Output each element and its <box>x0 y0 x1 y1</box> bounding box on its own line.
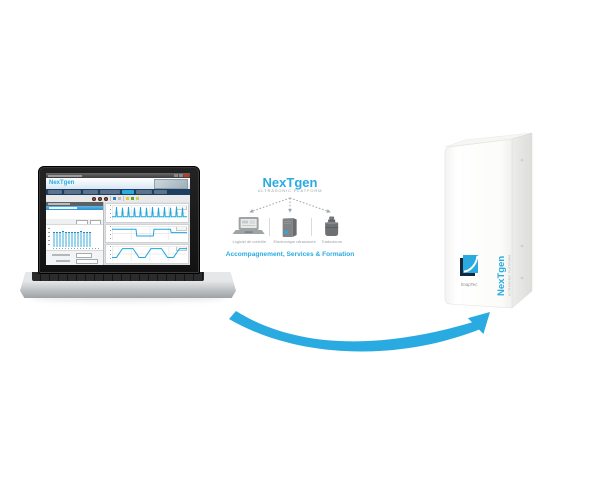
laptop-icon <box>232 217 265 234</box>
laptop-screen: NexTgen <box>46 173 190 265</box>
selected-row <box>46 206 103 210</box>
app-tab-active <box>122 190 134 194</box>
electronics-icon <box>282 218 297 237</box>
mini-dropdown <box>76 259 98 264</box>
nextgen-platform-diagram: NexTgen ULTRASONIC PLATFORM <box>226 175 355 264</box>
icon-divider <box>269 218 270 236</box>
settings-panel <box>46 202 104 265</box>
mini-bar <box>83 232 85 247</box>
record-icon <box>104 196 108 201</box>
diagram-item-software <box>228 215 269 239</box>
diagram-tagline: Accompagnement, Services & Formation <box>225 251 355 258</box>
close-icon <box>184 174 189 177</box>
mini-bar <box>86 231 88 247</box>
gate-chart <box>105 244 189 265</box>
diagram-item-transducers <box>311 215 352 239</box>
app-tab <box>83 190 98 194</box>
mini-bar <box>62 231 64 247</box>
record-icon <box>98 196 102 201</box>
app-tab <box>154 190 167 194</box>
y-axis-ticks <box>107 246 111 262</box>
app-tab <box>48 190 62 194</box>
record-icon <box>92 196 96 201</box>
mini-bar <box>59 232 61 247</box>
icon-divider <box>311 218 312 236</box>
blue-tool-icon <box>113 197 116 200</box>
step-plot <box>112 225 187 241</box>
mini-label <box>56 260 70 262</box>
diagram-icons-row <box>228 215 352 239</box>
logo-curve <box>463 255 479 273</box>
maximize-icon <box>179 174 183 177</box>
yellow-tool-icon <box>126 197 129 200</box>
diagram-title: NexTgen <box>262 175 318 190</box>
diagram-labels-row: Logiciel de contrôle Électronique ultras… <box>228 240 352 246</box>
mini-label <box>52 254 70 256</box>
panel-header <box>46 202 103 206</box>
screw-icon <box>520 276 524 280</box>
laptop-keyboard <box>32 272 204 281</box>
mini-bar <box>71 232 73 247</box>
mini-bar <box>89 232 91 247</box>
y-axis-ticks <box>107 205 111 220</box>
connector-right <box>289 197 331 213</box>
app-workspace <box>46 202 190 265</box>
mini-dropdown <box>76 253 92 258</box>
diagram-label-software: Logiciel de contrôle <box>232 240 267 245</box>
screw-icon <box>520 244 524 248</box>
header-image <box>154 179 188 189</box>
device-product-text: NexTgen <box>496 256 507 296</box>
app-tab <box>64 190 81 194</box>
ascan-chart <box>105 203 189 223</box>
gray-tool-icon <box>118 197 121 200</box>
app-tabbar <box>46 189 190 195</box>
app-logo: NexTgen <box>49 180 75 186</box>
mini-bar <box>65 232 67 247</box>
device-brand-text: SnapTec <box>461 282 479 287</box>
transfer-arrow-shape <box>229 311 490 352</box>
app-tab <box>136 190 152 194</box>
toolbar-separator <box>110 196 111 201</box>
device-logo <box>460 255 479 276</box>
chart-panel <box>104 202 190 265</box>
mini-bar <box>56 231 58 247</box>
logo-square <box>463 255 478 273</box>
app-titlebar <box>46 173 190 178</box>
nextgen-device: SnapTec NexTgen ULTRASONIC PLATFORM <box>444 132 533 309</box>
toolbar-separator <box>123 196 124 201</box>
connector-left <box>249 197 291 213</box>
diagram-subtitle: ULTRASONIC PLATFORM <box>257 189 323 194</box>
y-axis-ticks <box>107 225 111 241</box>
screw-icon <box>520 158 524 162</box>
gate-plot <box>112 246 187 262</box>
mini-bar <box>68 231 70 247</box>
mini-bar <box>77 232 79 247</box>
olive-tool-icon <box>136 197 139 200</box>
diagram-label-transducers: Traducteurs <box>320 240 342 245</box>
app-title-placeholder <box>48 174 82 177</box>
transfer-arrow <box>229 311 490 352</box>
green-tool-icon <box>131 197 134 200</box>
connector-arrows <box>249 197 331 213</box>
app-tab <box>100 190 120 194</box>
panel-footer <box>46 251 103 265</box>
laptop-screen-bezel: NexTgen <box>38 166 200 274</box>
mini-bar-chart <box>46 224 103 251</box>
device-product-subtitle: ULTRASONIC PLATFORM <box>508 255 512 296</box>
mini-bar <box>80 231 82 247</box>
mini-bar <box>53 232 55 247</box>
step-chart <box>105 223 189 244</box>
diagram-item-electronics <box>269 215 310 239</box>
laptop: NexTgen <box>0 0 260 330</box>
mini-bar <box>74 231 76 247</box>
minimize-icon <box>174 174 178 177</box>
transducer-icon <box>324 216 338 236</box>
ascan-plot <box>112 205 187 220</box>
diagram-label-electronics: Électronique ultrasonore <box>273 240 317 245</box>
